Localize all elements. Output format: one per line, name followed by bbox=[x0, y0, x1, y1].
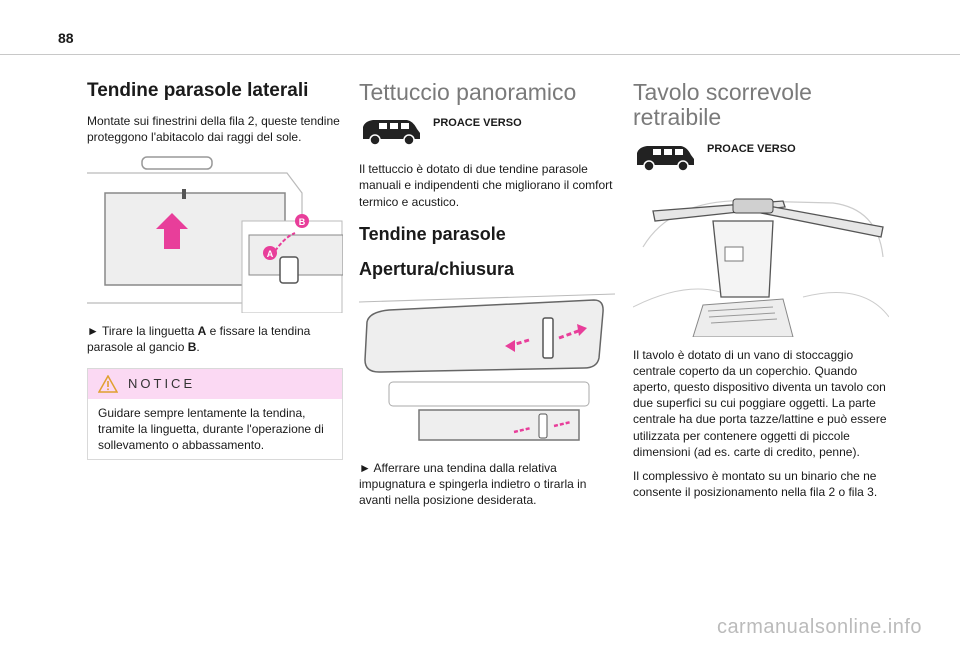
vehicle-badge: PROACE VERSO bbox=[633, 141, 889, 173]
side-blinds-intro: Montate sui finestrini della fila 2, que… bbox=[87, 113, 340, 144]
column-panoramic-roof: Tettuccio panoramico PROACE VERSO Il tet… bbox=[359, 79, 615, 516]
table-description: Il tavolo è dotato di un vano di stoccag… bbox=[633, 347, 887, 459]
notice-text: Guidare sempre lentamente la tendina, tr… bbox=[98, 405, 324, 452]
subtitle-sunblinds: Tendine parasole bbox=[359, 223, 506, 244]
vehicle-label: PROACE VERSO bbox=[433, 117, 522, 130]
side-blinds-instruction: ► Tirare la linguetta A e fissare la ten… bbox=[87, 324, 311, 355]
vehicle-badge: PROACE VERSO bbox=[359, 115, 615, 147]
subtitle-open-close: Apertura/chiusura bbox=[359, 258, 515, 279]
callout-b: B bbox=[299, 217, 306, 227]
panoramic-intro: Il tettuccio è dotato di due tendine par… bbox=[359, 162, 613, 209]
column-sunblinds: Tendine parasole laterali Montate sui fi… bbox=[87, 80, 343, 461]
warning-icon bbox=[98, 374, 118, 393]
van-icon bbox=[363, 120, 420, 147]
section-title-side-blinds: Tendine parasole laterali bbox=[87, 80, 309, 101]
page-number: 88 bbox=[58, 30, 74, 46]
watermark: carmanualsonline.info bbox=[716, 616, 922, 638]
notice-header: NOTICE bbox=[88, 368, 342, 399]
section-title-panoramic-roof: Tettuccio panoramico bbox=[359, 79, 577, 105]
vehicle-label: PROACE VERSO bbox=[707, 142, 796, 155]
table-rail-note: Il complessivo è montato su un binario c… bbox=[633, 468, 878, 500]
van-icon bbox=[637, 145, 694, 172]
column-sliding-table: Tavolo scorrevole retraibile PROACE VERS… bbox=[633, 79, 889, 508]
notice-title: NOTICE bbox=[128, 376, 196, 392]
sliding-table-illustration bbox=[633, 198, 889, 337]
header-rule bbox=[0, 54, 960, 55]
section-title-sliding-table: Tavolo scorrevole retraibile bbox=[633, 79, 812, 131]
callout-a: A bbox=[267, 249, 274, 259]
side-blind-illustration: B A bbox=[87, 156, 343, 314]
roof-blind-illustration bbox=[359, 293, 615, 441]
notice-box: NOTICE Guidare sempre lentamente la tend… bbox=[87, 367, 343, 461]
roof-blind-instruction: ► Afferrare una tendina dalla relativa i… bbox=[359, 460, 587, 508]
